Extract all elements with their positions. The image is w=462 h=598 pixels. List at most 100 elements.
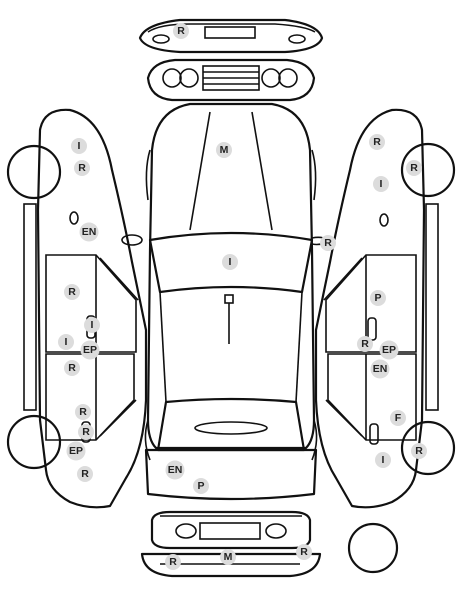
marker-dot (375, 452, 391, 468)
marker-label: R (324, 237, 332, 249)
damage-marker-right-pillar-r[interactable]: R (357, 336, 373, 352)
marker-dot (165, 460, 185, 480)
damage-marker-right-mirror-r[interactable]: R (320, 235, 336, 251)
marker-dot (77, 466, 93, 482)
damage-marker-right-front-door-p[interactable]: P (370, 290, 386, 306)
front-bumper-view (138, 18, 324, 54)
marker-label: M (224, 551, 233, 563)
marker-label: R (78, 162, 86, 174)
marker-label: P (197, 480, 204, 492)
marker-dot (173, 23, 189, 39)
damage-marker-rear-bumper-m[interactable]: M (220, 549, 236, 565)
damage-marker-trunk-p[interactable]: P (193, 478, 209, 494)
marker-label: R (82, 426, 90, 438)
marker-label: I (78, 140, 81, 152)
damage-marker-rear-bumper-r1[interactable]: R (165, 554, 181, 570)
damage-marker-trunk-en[interactable]: EN (165, 460, 185, 480)
marker-label: R (68, 362, 76, 374)
marker-label: R (373, 136, 381, 148)
rear-lights-view (150, 510, 312, 550)
damage-marker-left-front-door-i[interactable]: I (84, 317, 100, 333)
damage-marker-right-pillar-ep[interactable]: EP (379, 340, 399, 360)
damage-marker-windshield-i[interactable]: I (222, 254, 238, 270)
marker-dot (370, 359, 390, 379)
marker-dot (71, 138, 87, 154)
right-side-view (314, 108, 456, 509)
damage-marker-left-quarter-r1[interactable]: R (75, 404, 91, 420)
marker-label: R (79, 406, 87, 418)
car-top-view (121, 102, 330, 501)
left-side-view (6, 108, 148, 509)
marker-dot (357, 336, 373, 352)
damage-marker-right-front-wheel-r[interactable]: R (406, 160, 422, 176)
marker-label: P (374, 292, 381, 304)
marker-label: EN (373, 363, 388, 375)
marker-dot (216, 142, 232, 158)
marker-dot (390, 410, 406, 426)
damage-marker-left-fender-en[interactable]: EN (79, 222, 99, 242)
marker-dot (193, 478, 209, 494)
damage-marker-left-quarter-ep[interactable]: EP (66, 441, 86, 461)
marker-dot (64, 284, 80, 300)
marker-label: R (169, 556, 177, 568)
damage-marker-left-quarter-r2[interactable]: R (78, 424, 94, 440)
marker-dot (406, 160, 422, 176)
damage-marker-left-quarter-r3[interactable]: R (77, 466, 93, 482)
marker-label: EN (82, 226, 97, 238)
marker-dot (320, 235, 336, 251)
damage-marker-right-quarter-i[interactable]: I (375, 452, 391, 468)
marker-dot (296, 544, 312, 560)
damage-marker-left-fender-r[interactable]: R (74, 160, 90, 176)
damage-marker-right-quarter-f[interactable]: F (390, 410, 406, 426)
marker-dot (80, 340, 100, 360)
marker-label: M (220, 144, 229, 156)
front-grille-view (146, 58, 316, 102)
damage-marker-front-bumper-r[interactable]: R (173, 23, 189, 39)
marker-label: R (410, 162, 418, 174)
marker-dot (74, 160, 90, 176)
marker-dot (79, 222, 99, 242)
marker-label: I (91, 319, 94, 331)
marker-dot (84, 317, 100, 333)
marker-label: R (300, 546, 308, 558)
marker-dot (370, 290, 386, 306)
marker-label: R (177, 25, 185, 37)
marker-dot (78, 424, 94, 440)
damage-marker-left-pillar-ep[interactable]: EP (80, 340, 100, 360)
damage-marker-rear-bumper-r2[interactable]: R (296, 544, 312, 560)
marker-label: EP (382, 344, 396, 356)
marker-dot (369, 134, 385, 150)
spare-wheel-circle (347, 522, 399, 574)
marker-dot (220, 549, 236, 565)
marker-label: I (65, 336, 68, 348)
damage-marker-left-fender-i[interactable]: I (71, 138, 87, 154)
damage-marker-left-rear-door-r[interactable]: R (64, 360, 80, 376)
marker-label: R (68, 286, 76, 298)
damage-marker-right-rear-door-en[interactable]: EN (370, 359, 390, 379)
damage-marker-hood-m[interactable]: M (216, 142, 232, 158)
marker-label: R (361, 338, 369, 350)
damage-marker-right-fender-r[interactable]: R (369, 134, 385, 150)
marker-label: F (395, 412, 402, 424)
marker-dot (58, 334, 74, 350)
marker-dot (411, 443, 427, 459)
marker-label: R (81, 468, 89, 480)
marker-label: EP (69, 445, 83, 457)
marker-dot (373, 176, 389, 192)
damage-marker-left-front-door-r[interactable]: R (64, 284, 80, 300)
marker-dot (75, 404, 91, 420)
damage-marker-left-pillar-i[interactable]: I (58, 334, 74, 350)
marker-dot (66, 441, 86, 461)
marker-dot (379, 340, 399, 360)
marker-label: I (229, 256, 232, 268)
marker-label: I (382, 454, 385, 466)
marker-dot (64, 360, 80, 376)
marker-label: R (415, 445, 423, 457)
marker-label: I (380, 178, 383, 190)
damage-marker-right-fender-i[interactable]: I (373, 176, 389, 192)
damage-marker-right-rear-wheel-r[interactable]: R (411, 443, 427, 459)
marker-label: EP (83, 344, 97, 356)
marker-dot (165, 554, 181, 570)
